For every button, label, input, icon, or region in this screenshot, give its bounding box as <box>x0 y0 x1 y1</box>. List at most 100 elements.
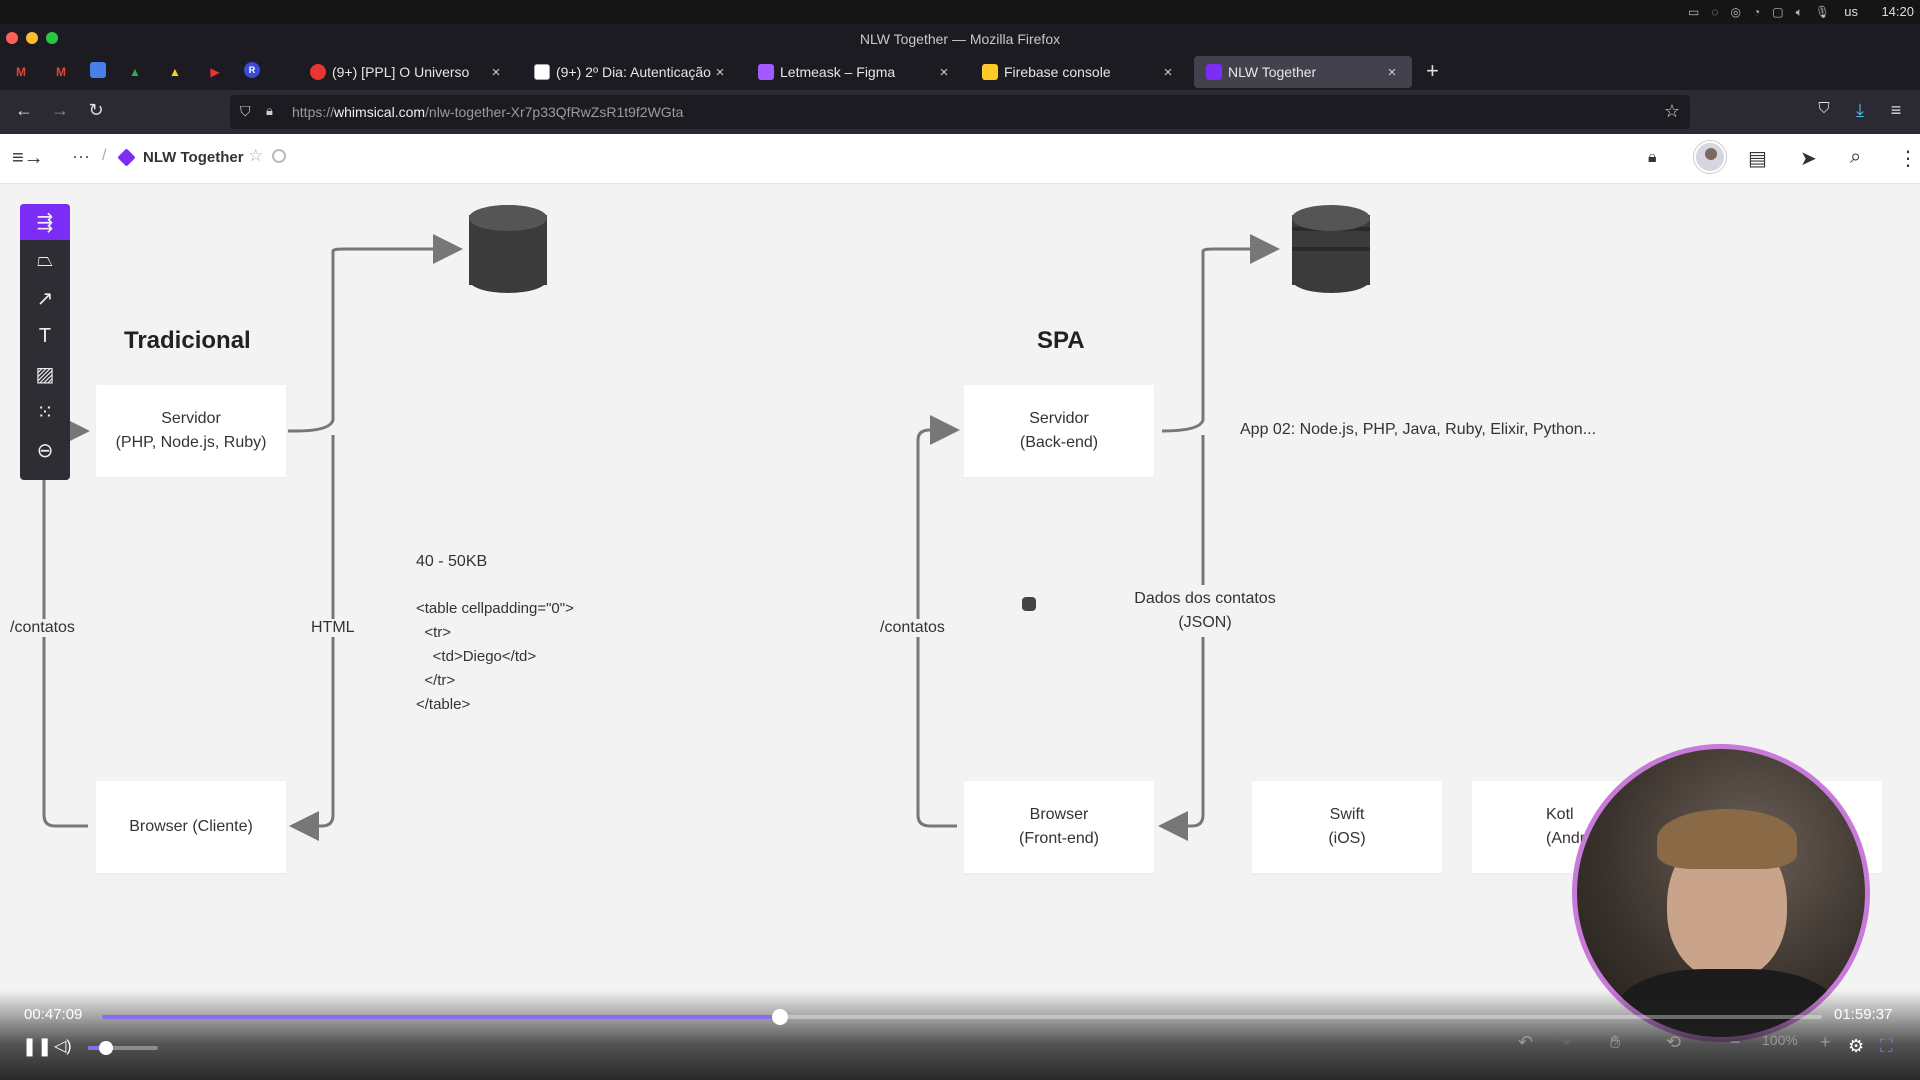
pause-icon[interactable]: ❚❚ <box>22 1036 53 1056</box>
forward-icon[interactable]: → <box>51 100 69 120</box>
history-icon[interactable]: ⟲ <box>1666 1032 1682 1052</box>
volume-icon[interactable]: ◁) <box>54 1038 72 1055</box>
shield-icon[interactable]: ⛉ <box>240 103 251 119</box>
link-tool-icon[interactable]: ⊖ <box>36 439 54 462</box>
grid-tool-icon[interactable]: ⁙ <box>36 401 54 424</box>
flowchart-tool-icon[interactable]: ⇶ <box>20 204 70 240</box>
elapsed-time: 00:47:09 <box>24 1006 83 1023</box>
url-text[interactable]: https://whimsical.com/nlw-together-Xr7p3… <box>292 104 684 120</box>
fullscreen-icon[interactable]: ⛶ <box>1880 1036 1893 1056</box>
seek-bar-handle[interactable] <box>772 1009 789 1025</box>
board-title[interactable]: NLW Together <box>143 149 244 166</box>
connector-server-db-spa <box>1161 234 1280 433</box>
apps-note[interactable]: App 02: Node.js, PHP, Java, Ruby, Elixir… <box>1240 421 1597 438</box>
firebase-pinned-icon[interactable]: ▲ <box>169 65 181 79</box>
settings-icon[interactable]: ⚙ <box>1848 1036 1865 1056</box>
bulb-icon[interactable]: ◌ <box>1711 5 1719 19</box>
minimize-window-button[interactable] <box>26 32 38 44</box>
heading-tradicional[interactable]: Tradicional <box>124 327 251 354</box>
swift-node[interactable]: Swift (iOS) <box>1252 781 1442 873</box>
app-pinned-icon[interactable]: R <box>244 62 260 78</box>
sidebar-toggle-icon[interactable]: ≡→ <box>12 147 44 169</box>
route-label-spa[interactable]: /contatos <box>880 619 945 637</box>
close-tab-icon[interactable]: × <box>1387 63 1397 81</box>
display-icon[interactable]: ▭ <box>1688 5 1700 19</box>
downloads-icon[interactable]: ⤓ <box>1856 100 1864 120</box>
menu-icon[interactable]: ≡ <box>1890 100 1902 120</box>
lock-icon[interactable]: 🔒︎ <box>1648 149 1657 166</box>
comments-icon[interactable]: ▤ <box>1748 148 1767 170</box>
reload-icon[interactable]: ↻ <box>88 100 104 120</box>
search-icon[interactable]: ⌕ <box>1850 146 1862 168</box>
zoom-in-icon[interactable]: + <box>1820 1032 1831 1052</box>
favorite-star-icon[interactable]: ☆ <box>248 146 264 165</box>
arrow-tool-icon[interactable]: ↗ <box>36 287 54 310</box>
volume-slider-handle[interactable] <box>98 1041 113 1055</box>
json-label[interactable]: Dados dos contatos (JSON) <box>1120 585 1290 637</box>
gmail-pinned-icon-2[interactable]: M <box>56 65 66 79</box>
network-icon[interactable]: ◔ <box>1752 5 1761 19</box>
os-top-bar: ▭ ◌ ◎ ◔ ▢ 🔈︎ 🎙︎ us 14:20 <box>0 0 1920 24</box>
database-icon-spa[interactable] <box>1292 205 1370 297</box>
html-code-sample[interactable]: <table cellpadding="0"> <tr> <td>Diego</… <box>416 600 574 713</box>
zoom-out-icon[interactable]: − <box>1730 1032 1741 1052</box>
browser-node-spa[interactable]: Browser (Front-end) <box>964 781 1154 873</box>
seek-bar[interactable] <box>102 1009 1822 1025</box>
clipboard-icon[interactable]: ▢ <box>1772 5 1784 19</box>
avatar[interactable] <box>1694 141 1726 173</box>
undo-icon[interactable]: ↶ <box>1518 1032 1534 1052</box>
database-icon-tradicional[interactable] <box>469 205 547 297</box>
redo-icon[interactable]: ↷ <box>1556 1032 1572 1052</box>
new-tab-button[interactable]: + <box>1426 58 1439 83</box>
server-node-spa[interactable]: Servidor (Back-end) <box>964 385 1154 477</box>
tab-label: Firebase console <box>1004 64 1111 80</box>
payload-size-note[interactable]: 40 - 50KB <box>416 553 488 570</box>
volume-tray-icon[interactable]: 🔈︎ <box>1795 5 1803 19</box>
close-tab-icon[interactable]: × <box>715 63 725 81</box>
drive-pinned-icon[interactable]: ▲ <box>129 65 141 79</box>
heading-spa[interactable]: SPA <box>1037 327 1085 354</box>
hand-tool-icon[interactable]: ✋︎ <box>1610 1032 1621 1052</box>
youtube-pinned-icon[interactable]: ▶ <box>210 65 220 79</box>
pocket-icon[interactable]: ⛉ <box>1818 100 1830 117</box>
tab-whimsical[interactable]: NLW Together × <box>1194 56 1412 88</box>
gmail-pinned-icon[interactable]: M <box>16 65 26 79</box>
shape-tool-icon[interactable]: ⏢ <box>37 248 53 271</box>
close-tab-icon[interactable]: × <box>491 63 501 81</box>
close-window-button[interactable] <box>6 32 18 44</box>
calendar-pinned-icon[interactable] <box>90 62 106 78</box>
browser-node-tradicional[interactable]: Browser (Cliente) <box>96 781 286 873</box>
volume-slider-fill <box>88 1046 106 1050</box>
target-icon[interactable]: ◎ <box>1730 5 1741 19</box>
server-node-subtitle: (Back-end) <box>1019 434 1099 451</box>
html-label[interactable]: HTML <box>311 619 355 637</box>
volume-slider[interactable] <box>88 1041 158 1055</box>
back-icon[interactable]: ← <box>15 100 33 120</box>
maximize-window-button[interactable] <box>46 32 58 44</box>
share-icon[interactable]: ➤ <box>1800 148 1817 170</box>
tab-figma[interactable]: Letmeask – Figma × <box>746 56 964 88</box>
more-options-icon[interactable]: ··· <box>72 146 90 166</box>
window-controls[interactable] <box>6 32 58 44</box>
kebab-menu-icon[interactable]: ⋮ <box>1898 148 1918 170</box>
json-label-line2: (JSON) <box>1178 614 1232 631</box>
lock-icon[interactable]: 🔒︎ <box>266 103 273 118</box>
tab-notion[interactable]: (9+) 2º Dia: Autenticação × <box>522 56 740 88</box>
image-tool-icon[interactable]: ▨ <box>35 363 55 386</box>
zoom-level[interactable]: 100% <box>1762 1032 1798 1048</box>
tab-youtube[interactable]: (9+) [PPL] O Universo × <box>298 56 516 88</box>
bookmark-star-icon[interactable]: ☆ <box>1663 101 1680 121</box>
url-bar[interactable]: ⛉ 🔒︎ https://whimsical.com/nlw-together-… <box>230 95 1690 129</box>
system-tray[interactable]: ▭ ◌ ◎ ◔ ▢ 🔈︎ 🎙︎ <box>1688 5 1830 20</box>
browser-title-bar: NLW Together — Mozilla Firefox <box>0 24 1920 54</box>
close-tab-icon[interactable]: × <box>1163 63 1173 81</box>
keyboard-layout[interactable]: us <box>1844 4 1858 19</box>
close-tab-icon[interactable]: × <box>939 63 949 81</box>
text-tool-icon[interactable]: T <box>38 324 52 347</box>
route-label-tradicional[interactable]: /contatos <box>10 619 75 637</box>
tab-firebase[interactable]: Firebase console × <box>970 56 1188 88</box>
swift-node-title: Swift <box>1329 806 1365 823</box>
server-node-tradicional[interactable]: Servidor (PHP, Node.js, Ruby) <box>96 385 286 477</box>
json-label-line1: Dados dos contatos <box>1134 590 1276 607</box>
microphone-icon[interactable]: 🎙︎ <box>1814 5 1830 19</box>
